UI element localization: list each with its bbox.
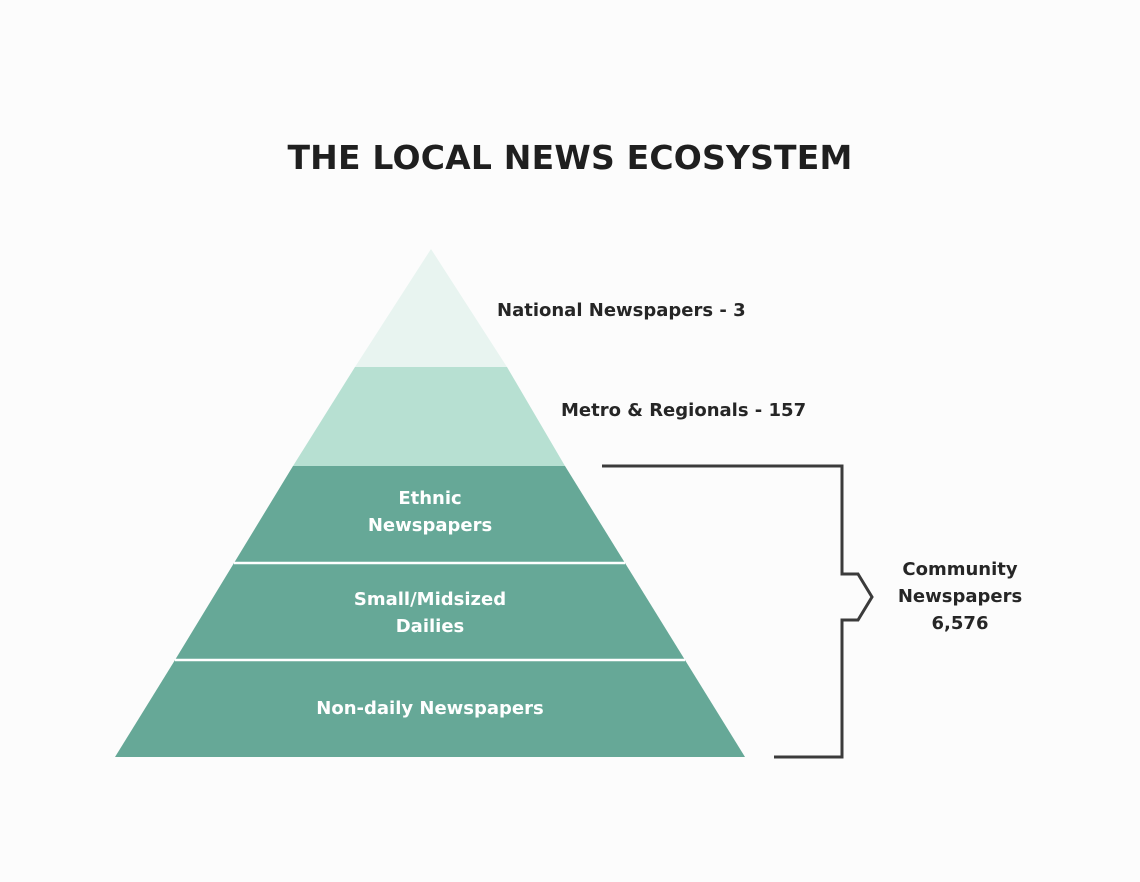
community-label-line: Newspapers [897,586,1023,607]
community-label: Community Newspapers 6,576 [898,556,1022,637]
tier-ethnic [234,466,625,563]
tier-metro-regional [293,367,565,466]
tier-label-line: National Newspapers - 3 [497,300,746,321]
tier-non-daily [115,660,745,757]
community-label-line: Community [902,559,1018,580]
tier-national [355,249,507,367]
tier-label-line: Dailies [395,616,465,637]
tier-label-small-midsized-dailies: Small/Midsized Dailies [354,586,506,640]
tier-small-midsized-dailies [175,563,685,660]
tier-label-national: National Newspapers - 3 [497,297,746,324]
tier-label-line: Metro & Regionals - 157 [561,400,807,421]
tier-label-line: Ethnic [398,488,462,509]
tier-label-metro-regional: Metro & Regionals - 157 [561,397,806,424]
tier-label-line: Non-daily Newspapers [316,698,544,719]
community-count: 6,576 [931,613,989,634]
diagram-title: THE LOCAL NEWS ECOSYSTEM [287,138,853,177]
tier-label-line: Small/Midsized [353,589,507,610]
tier-label-line: Newspapers [367,515,493,536]
community-bracket [602,464,874,759]
tier-label-non-daily: Non-daily Newspapers [316,695,543,722]
tier-label-ethnic: Ethnic Newspapers [368,485,492,539]
